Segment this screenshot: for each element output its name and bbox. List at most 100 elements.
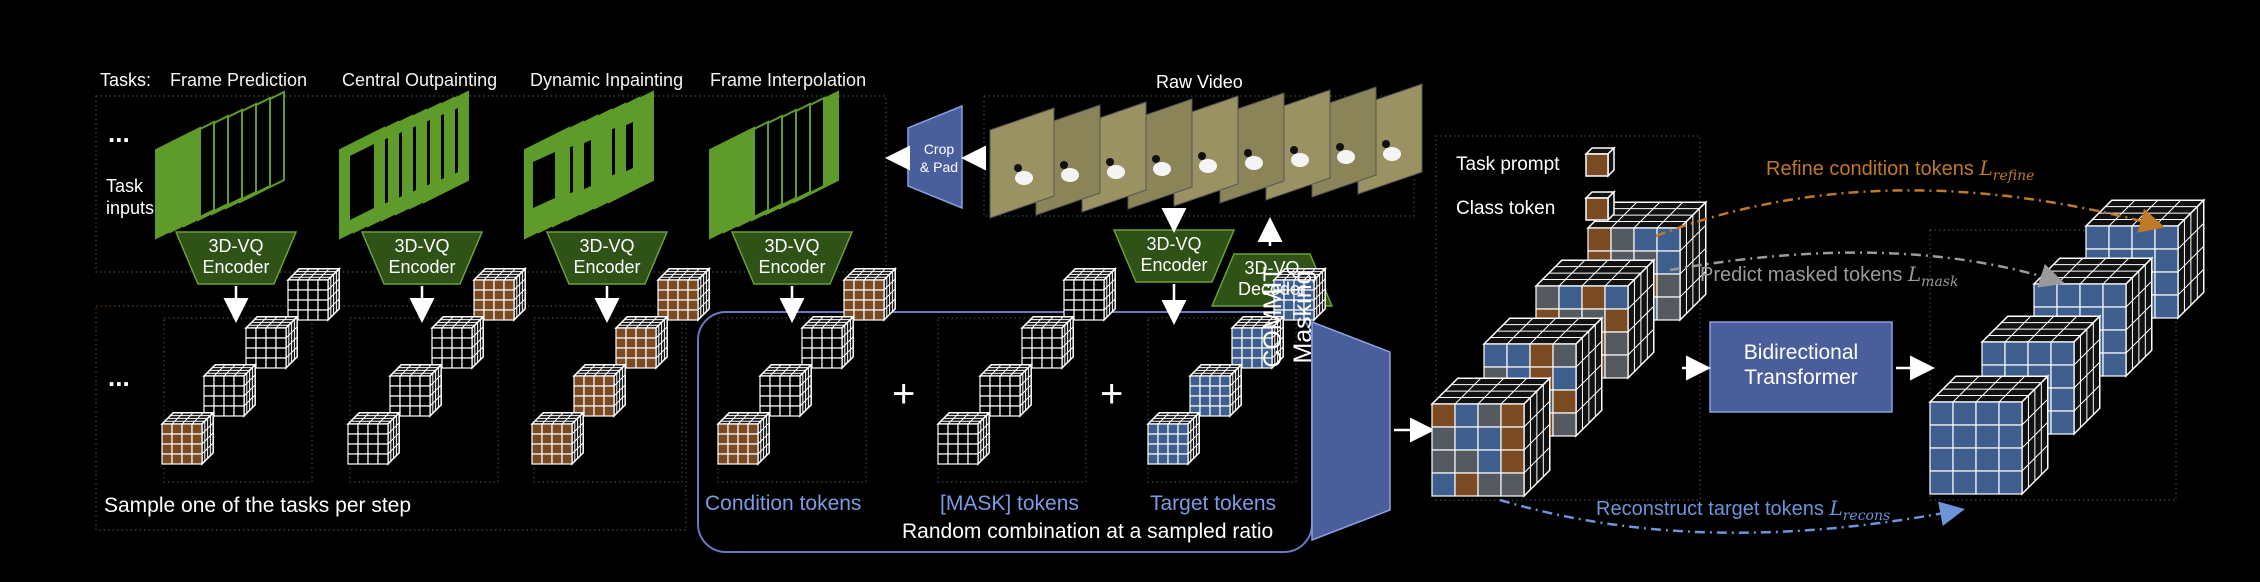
tokens-dynamic-inpainting-cube-cell xyxy=(687,289,699,301)
output-tokens-cube-cell xyxy=(1981,341,2006,366)
tokens-mask-cube-cell xyxy=(979,375,991,387)
tokens-frame-interpolation-cube-cell xyxy=(779,375,791,387)
output-tokens-cube-cell xyxy=(2154,294,2179,319)
output-tokens-cube-cell xyxy=(2154,225,2179,250)
tokens-target-cube-cell xyxy=(1167,443,1179,455)
tokens-frame-interpolation-cube-cell xyxy=(779,385,791,397)
ellipsis-bottom: ... xyxy=(108,362,130,392)
tokens-central-outpainting-cube-cell xyxy=(503,299,515,311)
masked-tokens-cube-sideline xyxy=(1575,386,1603,414)
tokens-dynamic-inpainting-cube-sideline xyxy=(613,394,626,407)
bird-head xyxy=(1382,140,1390,148)
tokens-target-cube-cell xyxy=(1303,309,1315,321)
tokens-mask-cube-cell xyxy=(1073,279,1085,291)
tokens-mask-cube-cell xyxy=(1093,279,1105,291)
tokens-mask-cube-cell xyxy=(1083,279,1095,291)
tokens-central-outpainting-cube-cell xyxy=(441,327,453,339)
tokens-central-outpainting-cube-cell xyxy=(367,453,379,465)
masked-tokens-cube-topline xyxy=(1500,377,1528,405)
tokens-mask-cube-topline xyxy=(967,412,980,425)
tokens-dynamic-inpainting-cube-cell xyxy=(541,433,553,445)
tokens-target-cube-cell xyxy=(1241,347,1253,359)
tokens-central-outpainting-cube-cell xyxy=(357,443,369,455)
tokens-dynamic-inpainting-cube-sideline xyxy=(655,346,668,359)
tokens-target-cube-cell xyxy=(1231,337,1243,349)
tokens-mask-cube-cell xyxy=(999,385,1011,397)
tokens-target-cube-cell xyxy=(1219,385,1231,397)
tokens-target-cube-cell xyxy=(1157,443,1169,455)
output-tokens-cube-topline xyxy=(1998,375,2026,403)
tokens-dynamic-inpainting-cube-cell xyxy=(583,385,595,397)
tokens-dynamic-inpainting-cube-topline xyxy=(561,412,574,425)
tokens-dynamic-inpainting-cube-cell xyxy=(645,327,657,339)
tokens-dynamic-inpainting-cube-cell xyxy=(541,453,553,465)
tokens-central-outpainting-cube-cell xyxy=(493,309,505,321)
raw-video-frame xyxy=(989,107,1055,219)
output-tokens-cube-cell xyxy=(1998,470,2023,495)
tokens-mask-cube-cell xyxy=(1051,327,1063,339)
bird-body xyxy=(1153,162,1171,176)
tokens-mask-cube-cell xyxy=(989,405,1001,417)
masked-tokens-cube-cell xyxy=(1477,426,1502,451)
tokens-mask-cube-cell xyxy=(947,423,959,435)
tokens-dynamic-inpainting-cube-cell xyxy=(667,279,679,291)
output-tokens-cube-cell xyxy=(2154,248,2179,273)
tokens-target-cube-cell xyxy=(1209,405,1221,417)
task-prompt-label: Task prompt xyxy=(1456,154,1560,175)
masked-tokens-cube-topline xyxy=(1604,259,1632,287)
tokens-dynamic-inpainting-cube-cell xyxy=(677,289,689,301)
tokens-mask-cube-cell xyxy=(937,443,949,455)
bird-head xyxy=(1244,149,1252,157)
frame-stack-inpainting-hole xyxy=(533,152,555,208)
tokens-central-outpainting-cube-cell xyxy=(367,443,379,455)
tokens-dynamic-inpainting-cube-cell xyxy=(687,279,699,291)
tokens-frame-prediction-cube-cell xyxy=(161,453,173,465)
tokens-central-outpainting-cube-cell xyxy=(347,423,359,435)
tokens-frame-prediction-cube-cell xyxy=(265,327,277,339)
tokens-target-cube-cell xyxy=(1241,327,1253,339)
tokens-dynamic-inpainting-cube-cell xyxy=(531,423,543,435)
tokens-dynamic-inpainting-cube-cell xyxy=(583,375,595,387)
encoder-shape-4 xyxy=(730,231,854,285)
tokens-frame-prediction-cube-cell xyxy=(297,309,309,321)
task-prompt-cube xyxy=(1585,153,1609,177)
tokens-frame-prediction-cube-cell xyxy=(255,347,267,359)
tokens-central-outpainting-cube-cell xyxy=(483,289,495,301)
tokens-mask-cube-cell xyxy=(989,375,1001,387)
output-tokens-cube-sideline xyxy=(2021,444,2049,472)
tokens-mask-cube-cell xyxy=(967,423,979,435)
masked-tokens-cube-cell xyxy=(1454,426,1479,451)
plus-2: + xyxy=(1100,372,1124,416)
tokens-central-outpainting-cube-sideline xyxy=(387,442,400,455)
token-sub-panel-1 xyxy=(163,317,313,483)
tokens-frame-interpolation-cube-cell xyxy=(831,347,843,359)
tokens-frame-prediction-cube-cell xyxy=(223,405,235,417)
tokens-central-outpainting-cube-cell xyxy=(409,395,421,407)
tokens-frame-prediction-cube-cell xyxy=(255,327,267,339)
tokens-central-outpainting-cube-cell xyxy=(399,405,411,417)
tokens-target-cube-topline xyxy=(1261,316,1274,329)
output-tokens-cube-cell xyxy=(1929,424,1954,449)
tokens-target-cube-cell xyxy=(1147,443,1159,455)
tokens-mask-cube-cell xyxy=(1063,299,1075,311)
tokens-target-cube-cell xyxy=(1147,453,1159,465)
tokens-dynamic-inpainting-cube-cell xyxy=(561,443,573,455)
tokens-frame-prediction-cube-cell xyxy=(317,279,329,291)
tokens-frame-interpolation-cube-cell xyxy=(737,423,749,435)
tokens-central-outpainting-cube-cell xyxy=(399,385,411,397)
output-tokens-cube-cell xyxy=(2102,306,2127,331)
tokens-target-cube-cell xyxy=(1177,433,1189,445)
encoder-shape-2 xyxy=(360,231,484,285)
tokens-frame-interpolation-cube-cell xyxy=(873,279,885,291)
tokens-dynamic-inpainting-cube-cell xyxy=(593,385,605,397)
tokens-frame-interpolation-cube-cell xyxy=(727,453,739,465)
tokens-frame-interpolation-cube-cell xyxy=(853,279,865,291)
tokens-central-outpainting-cube-cell xyxy=(431,347,443,359)
tokens-frame-interpolation-cube-cell xyxy=(853,309,865,321)
tokens-mask-cube-cell xyxy=(1051,337,1063,349)
masked-tokens-cube-cell xyxy=(1558,285,1583,310)
bird-body xyxy=(1015,171,1033,185)
